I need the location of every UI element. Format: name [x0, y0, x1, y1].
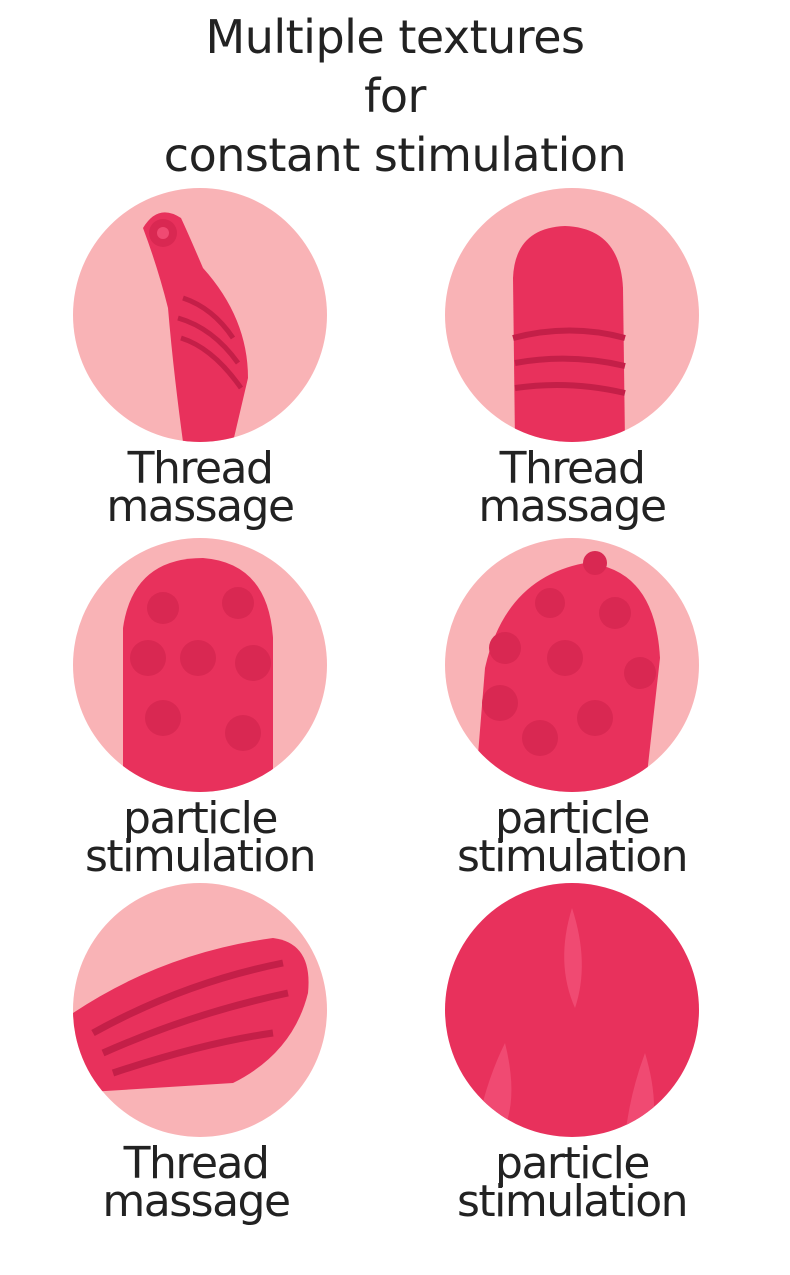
- texture-label: Thread massage: [14, 443, 386, 532]
- texture-image-particle-closeup: [445, 883, 699, 1137]
- label-line: massage: [106, 481, 295, 532]
- title-line: constant stimulation: [163, 128, 627, 182]
- label-line: stimulation: [456, 831, 689, 882]
- label-line: Thread: [123, 1138, 270, 1189]
- texture-label: Thread massage: [10, 1138, 382, 1227]
- label-line: Thread: [127, 443, 274, 494]
- label-line: Thread: [499, 443, 646, 494]
- label-line: massage: [102, 1176, 291, 1227]
- texture-image-particle: [445, 538, 699, 792]
- page-title: Multiple textures for constant stimulati…: [0, 8, 790, 185]
- title-line: for: [364, 69, 426, 123]
- label-line: particle: [123, 793, 278, 844]
- label-line: stimulation: [456, 1176, 689, 1227]
- texture-image-particle: [73, 538, 327, 792]
- texture-image-thread-tip: [73, 188, 327, 442]
- label-line: particle: [495, 1138, 650, 1189]
- texture-image-thread-ridges: [73, 883, 327, 1137]
- texture-label: particle stimulation: [386, 1138, 758, 1227]
- texture-label: particle stimulation: [386, 793, 758, 882]
- texture-image-thread-round: [445, 188, 699, 442]
- label-line: massage: [478, 481, 667, 532]
- label-line: stimulation: [84, 831, 317, 882]
- label-line: particle: [495, 793, 650, 844]
- texture-label: particle stimulation: [14, 793, 386, 882]
- title-line: Multiple textures: [205, 10, 585, 64]
- texture-label: Thread massage: [386, 443, 758, 532]
